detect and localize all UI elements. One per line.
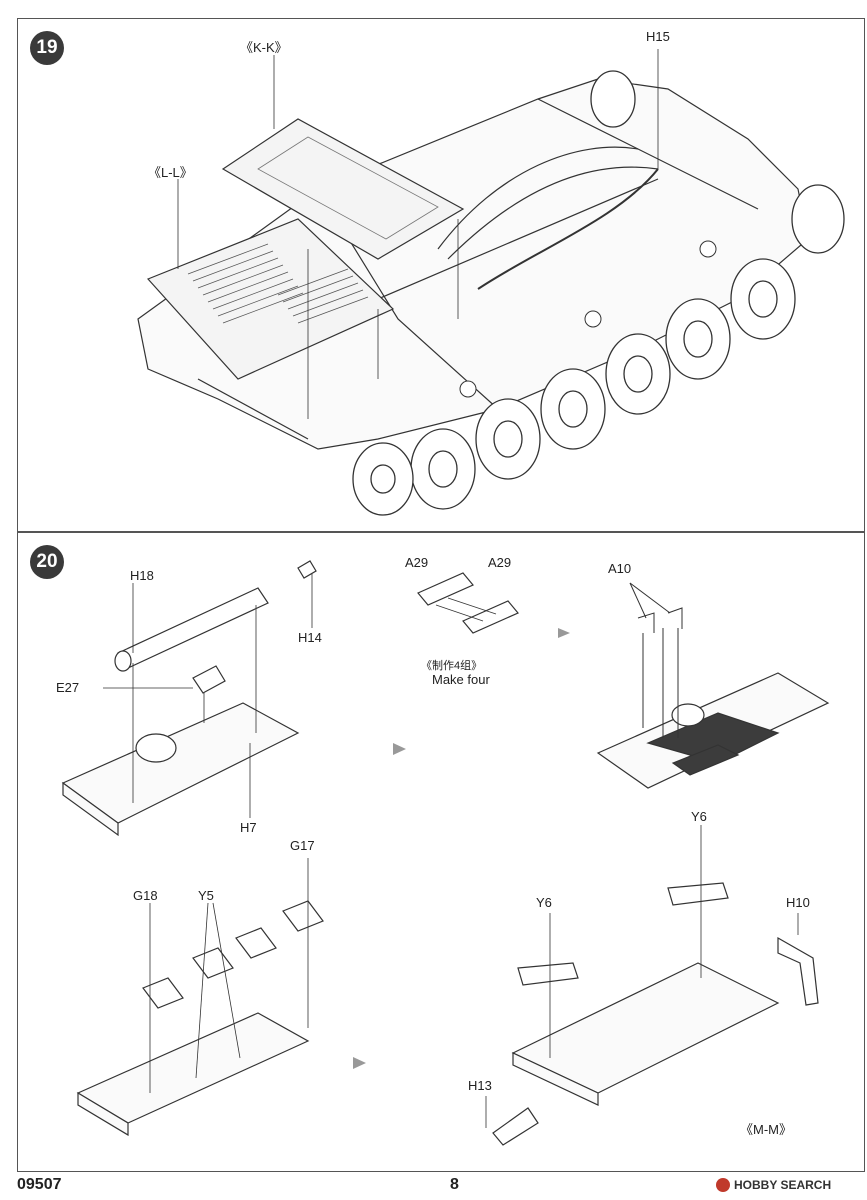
step-19-panel: 19 [17, 18, 865, 532]
step-20-badge: 20 [30, 545, 64, 579]
label-h18: H18 [130, 568, 154, 583]
label-h15: H15 [646, 29, 670, 44]
label-a29-left: A29 [405, 555, 429, 570]
label-g18: G18 [133, 888, 158, 903]
label-kk-view: 《K-K》 [240, 40, 288, 55]
step-20-panel: 20 [17, 532, 865, 1172]
label-mm-view: 《M-M》 [740, 1122, 792, 1137]
label-a10: A10 [608, 561, 632, 576]
label-make-cn: 《制作4组》 [421, 660, 483, 672]
label-h10: H10 [786, 895, 810, 910]
label-h13: H13 [468, 1078, 492, 1093]
label-y6-left: Y6 [536, 895, 552, 910]
label-ll-view: 《L-L》 [148, 165, 193, 180]
step-19-badge: 19 [30, 31, 64, 65]
step-20-number: 20 [36, 551, 58, 572]
label-y6-top: Y6 [691, 809, 707, 824]
label-h7: H7 [240, 820, 257, 835]
hobby-search-watermark: HOBBY SEARCH [716, 1178, 831, 1192]
arrow-icon [558, 628, 570, 638]
hull-bottom-illustration [137, 49, 845, 516]
label-e27: E27 [56, 680, 80, 695]
step-19-number: 19 [36, 37, 58, 58]
product-code: 09507 [17, 1176, 62, 1193]
label-make-four: Make four [432, 672, 490, 687]
label-g17: G17 [290, 838, 315, 853]
label-a29-right: A29 [488, 555, 512, 570]
suspension-assembly-illustration [61, 560, 830, 1146]
label-h14: H14 [298, 630, 322, 645]
hobby-search-logo [716, 1178, 730, 1192]
label-y5: Y5 [198, 888, 214, 903]
watermark-text: HOBBY SEARCH [734, 1178, 832, 1192]
page-number: 8 [450, 1176, 459, 1193]
